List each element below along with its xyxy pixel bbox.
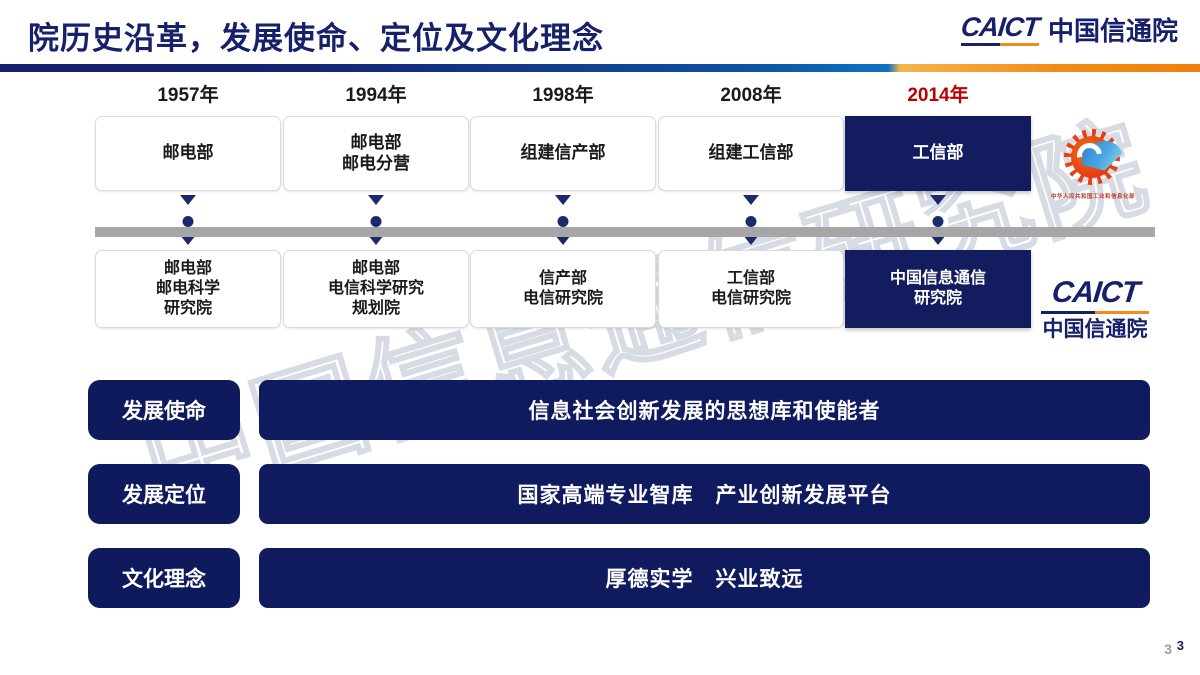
caict-timeline-logo: CAICT 中国信通院 — [1030, 276, 1160, 341]
timeline-top-box[interactable]: 邮电部 — [95, 116, 281, 191]
slide-header: 院历史沿革，发展使命、定位及文化理念 CAICT 中国信通院 — [0, 0, 1200, 62]
timeline-node-dot — [370, 216, 382, 227]
timeline-top-box-text: 组建工信部 — [708, 143, 794, 163]
timeline-node[interactable] — [658, 208, 844, 234]
timeline-node[interactable] — [95, 208, 281, 234]
timeline-node[interactable] — [470, 208, 656, 234]
timeline-year-label: 1957年 — [157, 85, 219, 106]
timeline-top-box-text: 邮电部邮电分营 — [342, 132, 410, 173]
caict-timeline-underline-blue — [1041, 311, 1095, 314]
caict-timeline-chinese: 中国信通院 — [1042, 318, 1148, 341]
timeline-node-disc — [365, 211, 387, 232]
timeline-top-box[interactable]: 邮电部邮电分营 — [283, 116, 469, 191]
concept-panel-label[interactable]: 发展定位 — [88, 464, 240, 524]
timeline-top-box[interactable]: 组建工信部 — [658, 116, 844, 191]
timeline-node-dot — [932, 216, 944, 227]
timeline-year-label: 1994年 — [345, 85, 407, 106]
timeline-bottom-box-text: 邮电部电信科学研究规划院 — [327, 260, 424, 317]
timeline-year-label: 2014年 — [907, 85, 969, 106]
caict-underline-blue — [961, 43, 1001, 46]
timeline-bottom-box-text: 邮电部邮电科学研究院 — [155, 260, 220, 317]
caict-acronym: CAICT — [959, 12, 1041, 42]
arrow-down-icon — [555, 235, 571, 245]
arrow-down-icon — [180, 235, 196, 245]
timeline-top-box-text: 邮电部 — [162, 143, 214, 163]
timeline-node-dot — [557, 216, 569, 227]
miit-logo: 中华人民共和国工业和信息化部 — [1018, 118, 1168, 208]
concept-panel-row: 发展定位国家高端专业智库 产业创新发展平台 — [0, 464, 1200, 524]
arrow-down-icon — [930, 235, 946, 245]
concept-panels: 发展使命信息社会创新发展的思想库和使能者发展定位国家高端专业智库 产业创新发展平… — [0, 380, 1200, 632]
arrow-down-icon — [743, 195, 759, 205]
timeline-top-box[interactable]: 工信部 — [845, 116, 1031, 191]
timeline-column-1957: 1957年邮电部邮电部邮电科学研究院 — [95, 72, 281, 328]
timeline-node-disc — [177, 211, 199, 232]
arrow-down-icon — [743, 235, 759, 245]
timeline-bottom-box[interactable]: 工信部电信研究院 — [658, 250, 844, 328]
caict-timeline-underline — [1041, 311, 1149, 314]
timeline-year-label: 1998年 — [532, 85, 594, 106]
header-accent-bar — [0, 64, 1200, 72]
timeline-column-2008: 2008年组建工信部工信部电信研究院 — [658, 72, 844, 328]
timeline-bottom-box-text: 信产部电信研究院 — [522, 270, 603, 307]
concept-panel-row: 发展使命信息社会创新发展的思想库和使能者 — [0, 380, 1200, 440]
arrow-down-icon — [368, 195, 384, 205]
timeline-node-disc — [740, 211, 762, 232]
timeline-bottom-box[interactable]: 邮电部邮电科学研究院 — [95, 250, 281, 328]
concept-panel-label[interactable]: 发展使命 — [88, 380, 240, 440]
miit-gear-icon — [1062, 127, 1124, 189]
timeline-top-box-text: 组建信产部 — [520, 143, 606, 163]
timeline-node-disc — [552, 211, 574, 232]
concept-panel-label[interactable]: 文化理念 — [88, 548, 240, 608]
concept-panel-value: 厚德实学 兴业致远 — [259, 548, 1150, 608]
page-number-gray: 3 — [1164, 641, 1172, 657]
caict-timeline-underline-orange — [1095, 311, 1149, 314]
timeline-column-1994: 1994年邮电部邮电分营邮电部电信科学研究规划院 — [283, 72, 469, 328]
caict-underline-orange — [1000, 43, 1039, 46]
timeline-node-dot — [745, 216, 757, 227]
timeline-node-disc — [927, 211, 949, 232]
timeline-rail — [95, 227, 1155, 237]
caict-header-logo: CAICT 中国信通院 — [959, 12, 1178, 46]
timeline-bottom-box[interactable]: 中国信息通信研究院 — [845, 250, 1031, 328]
timeline-year-label: 2008年 — [720, 85, 782, 106]
page-number-navy: 3 — [1176, 638, 1184, 653]
timeline-node[interactable] — [283, 208, 469, 234]
arrow-down-icon — [368, 235, 384, 245]
timeline-bottom-box-text: 中国信息通信研究院 — [889, 270, 986, 307]
page-title: 院历史沿革，发展使命、定位及文化理念 — [28, 21, 604, 56]
timeline-column-1998: 1998年组建信产部信产部电信研究院 — [470, 72, 656, 328]
caict-timeline-acronym: CAICT — [1049, 276, 1141, 309]
timeline-bottom-box[interactable]: 邮电部电信科学研究规划院 — [283, 250, 469, 328]
timeline-bottom-box-text: 工信部电信研究院 — [710, 270, 791, 307]
concept-panel-value: 信息社会创新发展的思想库和使能者 — [259, 380, 1150, 440]
timeline-top-box-text: 工信部 — [912, 143, 964, 163]
arrow-down-icon — [930, 195, 946, 205]
timeline-column-2014: 2014年工信部中国信息通信研究院 — [845, 72, 1031, 328]
concept-panel-value: 国家高端专业智库 产业创新发展平台 — [259, 464, 1150, 524]
caict-chinese-name: 中国信通院 — [1047, 16, 1178, 46]
timeline-bottom-box[interactable]: 信产部电信研究院 — [470, 250, 656, 328]
miit-caption: 中华人民共和国工业和信息化部 — [1050, 193, 1135, 200]
arrow-down-icon — [555, 195, 571, 205]
arrow-down-icon — [180, 195, 196, 205]
concept-panel-row: 文化理念厚德实学 兴业致远 — [0, 548, 1200, 608]
caict-underline — [961, 43, 1039, 46]
timeline-node[interactable] — [845, 208, 1031, 234]
caict-acronym-block: CAICT — [959, 12, 1041, 46]
timeline-node-dot — [182, 216, 194, 227]
timeline-top-box[interactable]: 组建信产部 — [470, 116, 656, 191]
